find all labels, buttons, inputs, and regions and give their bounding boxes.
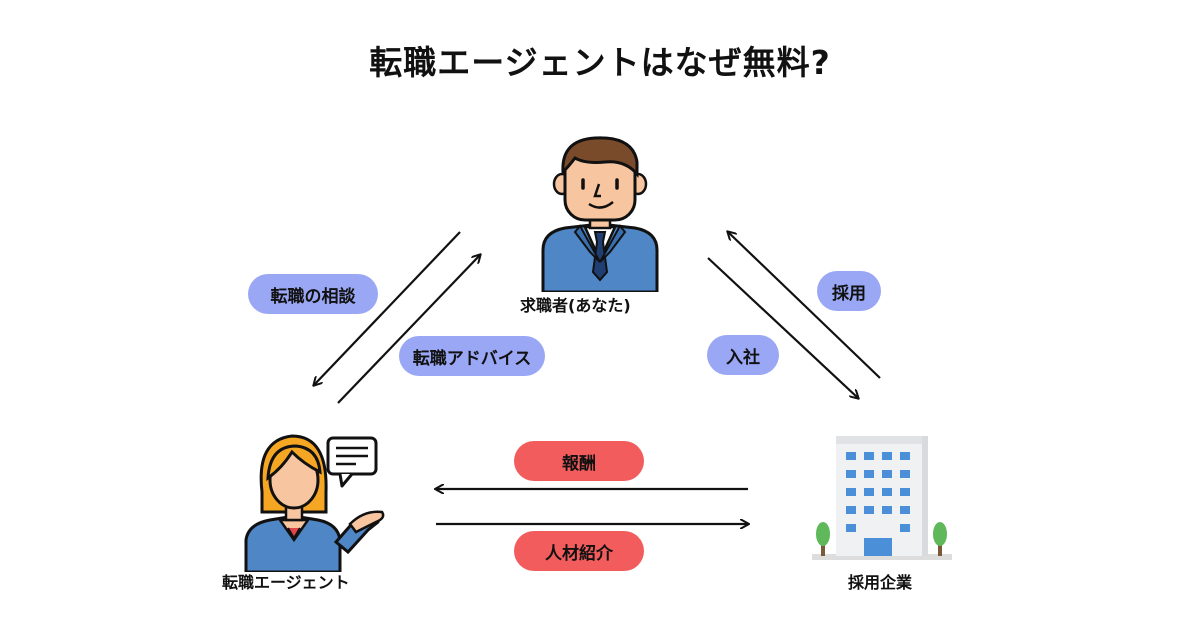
- arrow-join: [707, 257, 858, 398]
- seeker-icon: [541, 136, 659, 292]
- join-pill: 入社: [707, 335, 779, 375]
- hire-pill: 採用: [817, 271, 881, 311]
- page-title: 転職エージェントはなぜ無料?: [369, 43, 831, 82]
- seeker-label: 求職者(あなた): [520, 296, 631, 315]
- consult-pill: 転職の相談: [248, 274, 378, 314]
- referral-pill: 人材紹介: [514, 531, 644, 571]
- agent-icon: [244, 434, 385, 572]
- arrow-consult: [314, 231, 461, 385]
- company-label: 採用企業: [848, 573, 913, 592]
- advice-pill: 転職アドバイス: [399, 336, 545, 376]
- arrow-advice: [337, 255, 480, 404]
- company-building-icon: [812, 436, 952, 560]
- reward-pill: 報酬: [514, 441, 644, 481]
- agent-label: 転職エージェント: [222, 573, 350, 592]
- arrow-hire: [728, 232, 881, 379]
